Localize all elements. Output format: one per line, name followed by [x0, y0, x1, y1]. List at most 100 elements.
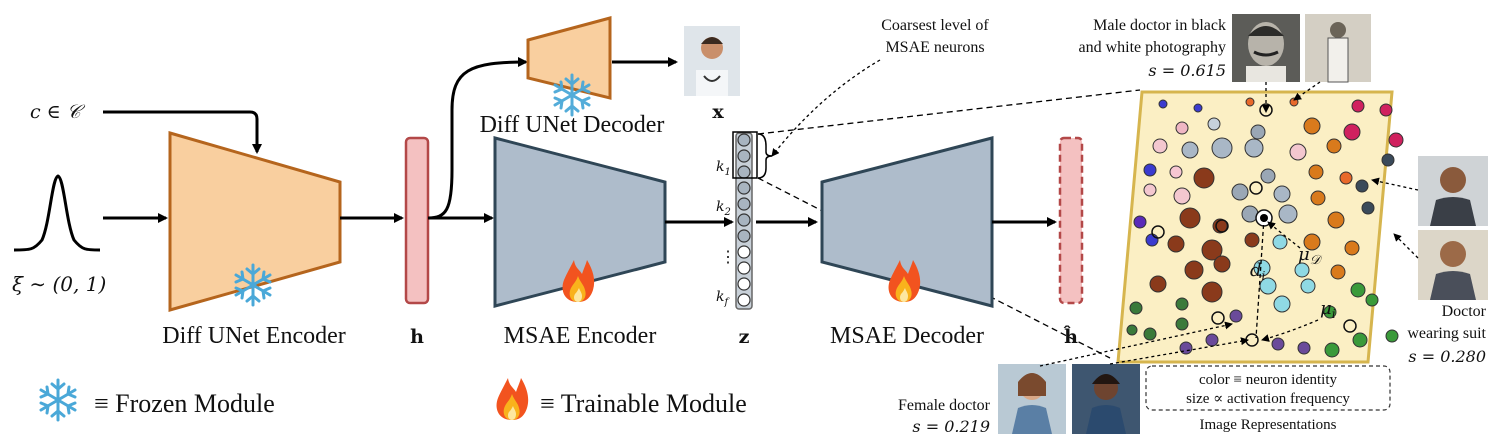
- latent-z-label: z: [739, 326, 750, 348]
- female-photo1-arrow: [1039, 321, 1233, 367]
- condition-label: c ∈ 𝒞: [30, 101, 86, 123]
- male-doctor-photo-1: [1232, 14, 1300, 82]
- representation-dot: [1323, 305, 1337, 319]
- representation-dot: [1179, 207, 1201, 229]
- representation-dot: [1179, 341, 1193, 355]
- representation-dot: [1149, 275, 1167, 293]
- neuron-k1-label: k1: [716, 159, 731, 178]
- representation-dot: [1310, 190, 1326, 206]
- panel-legend-line1: color ≡ neuron identity: [1199, 372, 1338, 388]
- representation-dot: [1244, 232, 1260, 248]
- mu-d-label: μ𝒟: [1298, 244, 1323, 268]
- representation-dot: [1271, 337, 1285, 351]
- representation-dot: [1152, 138, 1168, 154]
- generated-doctor-image: [684, 26, 740, 96]
- neuron-node: [737, 229, 751, 243]
- representation-dot: [1273, 185, 1291, 203]
- representation-dot: [1181, 141, 1199, 159]
- representation-dot: [1133, 215, 1147, 229]
- mu-d-arrow: [1267, 221, 1301, 249]
- legend-fire-icon: [496, 378, 529, 420]
- representation-dot: [1201, 281, 1223, 303]
- representation-dot: [1169, 165, 1183, 179]
- representation-dot: [1388, 132, 1404, 148]
- panel-legend-box: [1145, 365, 1391, 411]
- representation-dot: [1167, 235, 1185, 253]
- suit-score: s = 0.280: [1408, 347, 1486, 366]
- representation-dot: [1350, 282, 1366, 298]
- unet-decoder-label: Diff UNet Decoder: [480, 112, 665, 138]
- representation-dot: [1244, 138, 1264, 158]
- representation-dot: [1259, 277, 1277, 295]
- suit-label-line2: wearing suit: [1407, 325, 1486, 342]
- representation-dot: [1272, 234, 1288, 250]
- representation-dot: [1278, 204, 1298, 224]
- representation-dot: [1229, 309, 1243, 323]
- representation-dot: [1339, 171, 1353, 185]
- neuron-k2-label: k2: [716, 199, 731, 218]
- neuron-dots-label: ⋮: [720, 249, 736, 266]
- gaussian-noise-icon: [13, 174, 101, 252]
- representation-panel: [1116, 90, 1394, 364]
- neuron-node: [737, 165, 751, 179]
- representation-dot: [1289, 143, 1307, 161]
- representation-dot: [1201, 239, 1223, 261]
- sample-ring-marker: [1211, 311, 1225, 325]
- neuron-kf-label: kf: [716, 289, 730, 308]
- representation-dot: [1379, 103, 1393, 117]
- representation-dot: [1175, 121, 1189, 135]
- coarsest-level-box: [732, 131, 758, 179]
- representation-dot: [1213, 255, 1231, 273]
- representation-dot: [1326, 138, 1342, 154]
- representation-dot: [1303, 117, 1321, 135]
- representation-dot: [1143, 183, 1157, 197]
- representation-dot: [1385, 329, 1399, 343]
- female-score: s = 0.219: [912, 417, 990, 436]
- msae-decoder-block: [820, 136, 994, 308]
- suit-label-line1: Doctor: [1442, 303, 1487, 320]
- suit-doctor-photo-1: [1418, 156, 1488, 226]
- panel-legend-line2: size ∝ activation frequency: [1186, 391, 1350, 407]
- msae-encoder-label: MSAE Encoder: [504, 323, 657, 349]
- representation-dot: [1231, 183, 1249, 201]
- male-label-line1: Male doctor in black: [1093, 17, 1226, 34]
- representation-dot: [1158, 99, 1168, 109]
- representation-dot: [1253, 259, 1271, 277]
- representation-dot: [1205, 333, 1219, 347]
- representation-dots: [1126, 97, 1404, 358]
- representation-dot: [1193, 167, 1215, 189]
- sample-ring-marker: [1215, 219, 1229, 233]
- unet-decoder-block: [526, 16, 612, 100]
- d-i-label: di: [1250, 260, 1266, 283]
- h-to-decoder-arrow: [427, 57, 528, 220]
- decoder-snowflake-icon: [553, 73, 591, 117]
- neuron-node: [737, 133, 751, 147]
- representation-dot: [1343, 123, 1361, 141]
- representation-dot: [1175, 297, 1189, 311]
- representation-dot: [1207, 117, 1221, 131]
- latent-h-hat-bar: [1058, 136, 1084, 305]
- representation-dot: [1351, 99, 1365, 113]
- male-doctor-photo-2: [1305, 14, 1371, 83]
- representation-dot: [1308, 164, 1324, 180]
- projection-bottom-line: [757, 177, 1111, 359]
- representation-dot: [1173, 187, 1191, 205]
- representation-dot: [1193, 103, 1203, 113]
- mu-i-label: μi: [1320, 298, 1336, 321]
- image-x-label: x: [712, 101, 724, 123]
- representation-dot: [1184, 260, 1204, 280]
- representation-dot: [1355, 179, 1369, 193]
- latent-h-hat-label: ĥ: [1063, 325, 1078, 348]
- representation-dot: [1324, 342, 1340, 358]
- projection-top-line: [757, 89, 1141, 135]
- neuron-node: [737, 213, 751, 227]
- condition-arrow: [103, 110, 262, 154]
- representation-dot: [1129, 301, 1143, 315]
- representation-dot: [1361, 201, 1375, 215]
- legend-snowflake-icon: [39, 378, 77, 422]
- representation-dot: [1327, 211, 1345, 229]
- neuron-node: [737, 197, 751, 211]
- panel-caption: Image Representations: [1199, 417, 1336, 433]
- representation-dot: [1250, 124, 1266, 140]
